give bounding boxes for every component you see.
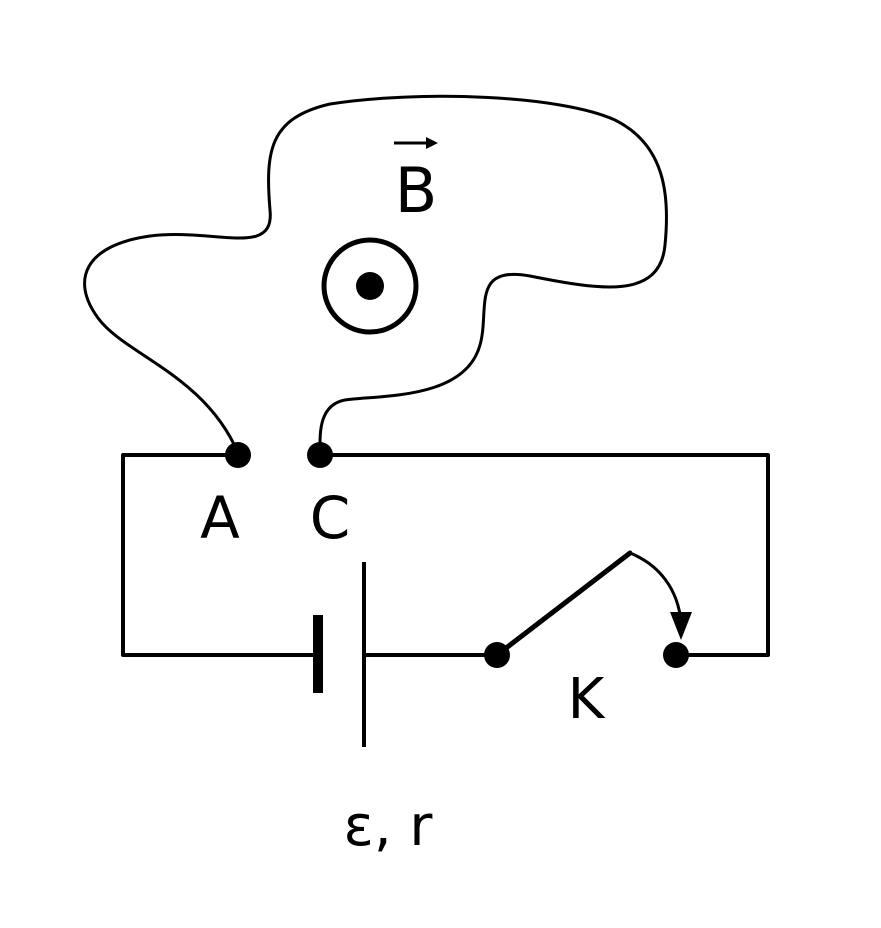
wire-right [318,453,770,657]
source-label: ε, r [344,794,434,859]
terminal-a-label: A [200,484,240,552]
terminal-c-label: C [310,484,351,552]
field-label: B [395,154,438,227]
terminal-c [307,442,333,468]
switch-arrow-curve [628,551,683,624]
terminal-a [225,442,251,468]
switch-contact [663,642,689,668]
switch-label: K [568,667,606,732]
switch-lever [494,550,633,658]
field-out-of-page-icon [321,237,419,335]
wire-loop [83,94,668,455]
vector-arrowhead-icon [426,137,438,149]
wire-left [121,453,320,657]
switch-arrowhead-icon [670,612,692,640]
field-dot [356,272,384,300]
switch-pivot [484,642,510,668]
